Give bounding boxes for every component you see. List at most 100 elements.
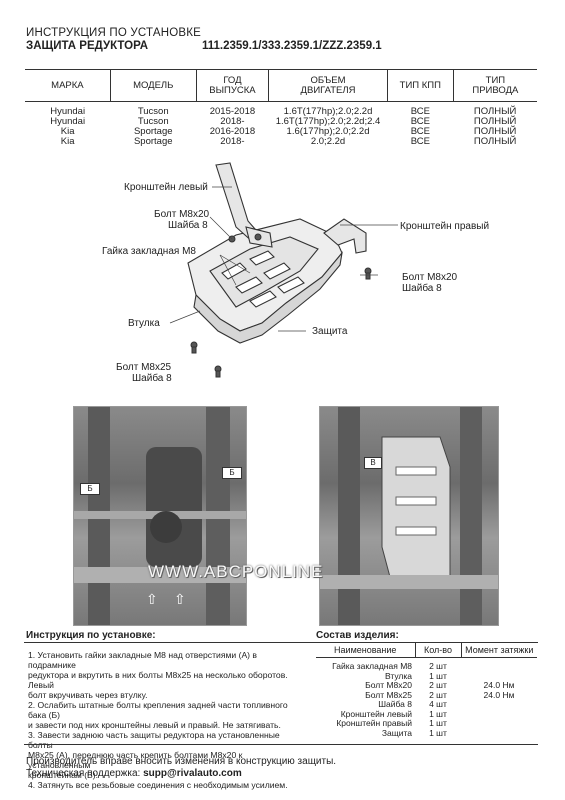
- photo-after-install: В: [319, 406, 499, 626]
- part-name: Защита: [381, 727, 412, 738]
- label-bushing: Втулка: [128, 318, 160, 329]
- cell-gearbox: ВСЕ: [410, 106, 430, 117]
- label-washer-left: Шайба 8: [168, 220, 208, 231]
- instructions-title: Инструкция по установке:: [26, 630, 156, 641]
- cell-engine: 1.6T(177hp);2.0;2.2d: [283, 106, 373, 117]
- part-name: Кронштейн правый: [336, 718, 412, 728]
- label-bolt-m8x25: Болт М8х25: [116, 362, 172, 373]
- cell-engine: 2.0;2.2d: [310, 136, 346, 147]
- instruction-line: и завести под них кронштейны левый и пра…: [28, 720, 281, 730]
- table-row: Kia Sportage 2016-2018 1.6(177hp);2.0;2.…: [25, 127, 537, 137]
- col-make: МАРКА: [25, 69, 111, 102]
- part-torque: [461, 729, 537, 739]
- part-qty: 4 шт: [429, 699, 447, 709]
- arrow-up-icon: ⇧: [174, 591, 186, 607]
- cell-engine: 1.6T(177hp);2.0;2.2d;2.4: [275, 116, 381, 127]
- table-row: Hyundai Tucson 2018- 1.6T(177hp);2.0;2.2…: [25, 117, 537, 127]
- part-name: Кронштейн левый: [340, 708, 412, 719]
- label-washer-bottom: Шайба 8: [132, 373, 172, 384]
- cell-make: Hyundai: [50, 116, 86, 127]
- support-email-link[interactable]: supp@rivalauto.com: [143, 768, 242, 779]
- table-row: Шайба 8 4 шт: [316, 699, 537, 710]
- instruction-line: болт вкручивать через втулку.: [28, 690, 148, 700]
- table-row: Кронштейн правый 1 шт: [316, 718, 537, 729]
- cell-make: Hyundai: [50, 106, 86, 117]
- label-bolt-m8x20-left: Болт М8х20: [154, 209, 210, 220]
- cell-year: 2015-2018: [209, 106, 256, 117]
- col-year: ГОД ВЫПУСКА: [195, 69, 269, 102]
- compat-header-row: МАРКА МОДЕЛЬ ГОД ВЫПУСКА ОБЪЕМ ДВИГАТЕЛЯ…: [25, 69, 537, 102]
- cell-year: 2018-: [220, 136, 245, 147]
- marker-v: В: [364, 457, 382, 469]
- instructions-text: 1. Установить гайки закладные М8 над отв…: [28, 650, 306, 790]
- cell-year: 2016-2018: [209, 126, 256, 137]
- part-name: Шайба 8: [378, 699, 412, 709]
- disclaimer: Производитель вправе вносить изменения в…: [26, 756, 337, 767]
- table-row: Kia Sportage 2018- 2.0;2.2d ВСЕ ПОЛНЫЙ: [25, 137, 537, 147]
- label-bracket-right: Кронштейн правый: [400, 221, 490, 232]
- right-bracket-drawing: [323, 218, 367, 254]
- part-numbers: 111.2359.1/333.2359.1/ZZZ.2359.1: [202, 40, 382, 52]
- cell-make: Kia: [60, 136, 75, 147]
- col-gearbox: ТИП КПП: [386, 69, 454, 102]
- arrow-up-icon: ⇧: [146, 591, 158, 607]
- instruction-line: М8х25 (А), переднюю часть крепить болтам…: [28, 750, 243, 770]
- cell-make: Kia: [60, 126, 75, 137]
- support-label: Техническая поддержка:: [26, 768, 141, 779]
- col-name: Наименование: [316, 642, 415, 658]
- col-drive-label: ТИП ПРИВОДА: [472, 74, 519, 96]
- label-guard: Защита: [312, 326, 348, 337]
- col-year-label: ГОД ВЫПУСКА: [209, 74, 256, 96]
- part-qty: 2 шт: [429, 689, 447, 700]
- cell-drive: ПОЛНЫЙ: [473, 106, 517, 117]
- product-name: ЗАЩИТА РЕДУКТОРА: [26, 40, 149, 52]
- part-torque: [461, 700, 537, 710]
- cell-model: Tucson: [137, 116, 169, 127]
- instruction-line: редуктора и вкрутить в них болты М8х25 н…: [28, 670, 288, 690]
- cell-drive: ПОЛНЫЙ: [473, 126, 517, 137]
- part-name: Втулка: [384, 670, 412, 681]
- doc-title: ИНСТРУКЦИЯ ПО УСТАНОВКЕ: [26, 27, 202, 39]
- cell-gearbox: ВСЕ: [410, 116, 430, 127]
- col-model: МОДЕЛЬ: [109, 69, 197, 102]
- photo-before-drawing: [74, 407, 246, 625]
- part-torque: [461, 719, 537, 729]
- parts-table: Наименование Кол-во Момент затяжки Гайка…: [316, 642, 537, 738]
- parts-header-row: Наименование Кол-во Момент затяжки: [316, 642, 537, 658]
- marker-b-left: Б: [80, 483, 100, 495]
- instruction-line: 4. Затянуть все резьбовые соединения с н…: [28, 780, 288, 790]
- part-qty: 1 шт: [429, 718, 447, 728]
- instruction-line: 2. Ослабить штатные болты крепления задн…: [28, 700, 288, 720]
- cell-engine: 1.6(177hp);2.0;2.2d: [286, 126, 370, 137]
- photo-after-drawing: [320, 407, 498, 625]
- instruction-line: 1. Установить гайки закладные М8 над отв…: [28, 650, 257, 670]
- footer-divider: [24, 744, 538, 745]
- section-divider: [24, 642, 538, 643]
- part-torque: [461, 658, 537, 672]
- part-qty: 2 шт: [429, 661, 447, 671]
- col-qty: Кол-во: [414, 642, 461, 658]
- col-drive: ТИП ПРИВОДА: [452, 69, 537, 102]
- label-nut: Гайка закладная М8: [102, 246, 196, 257]
- compat-table: МАРКА МОДЕЛЬ ГОД ВЫПУСКА ОБЪЕМ ДВИГАТЕЛЯ…: [25, 69, 537, 147]
- watermark: WWW.ABCPONLINE: [148, 562, 324, 581]
- cell-gearbox: ВСЕ: [410, 126, 430, 137]
- cell-gearbox: ВСЕ: [410, 136, 430, 147]
- col-engine-label: ОБЪЕМ ДВИГАТЕЛЯ: [300, 74, 356, 96]
- cell-model: Sportage: [133, 126, 173, 137]
- cell-drive: ПОЛНЫЙ: [473, 116, 517, 127]
- part-name: Болт М8х25: [365, 689, 412, 700]
- cell-model: Sportage: [133, 136, 173, 147]
- cell-model: Tucson: [137, 106, 169, 117]
- col-torque: Момент затяжки: [460, 642, 537, 658]
- label-bolt-m8x20-right: Болт М8х20: [402, 272, 458, 283]
- table-row: Hyundai Tucson 2015-2018 1.6T(177hp);2.0…: [25, 102, 537, 118]
- label-washer-right: Шайба 8: [402, 283, 442, 294]
- photo-before-install: Б Б ⇧ ⇧: [73, 406, 247, 626]
